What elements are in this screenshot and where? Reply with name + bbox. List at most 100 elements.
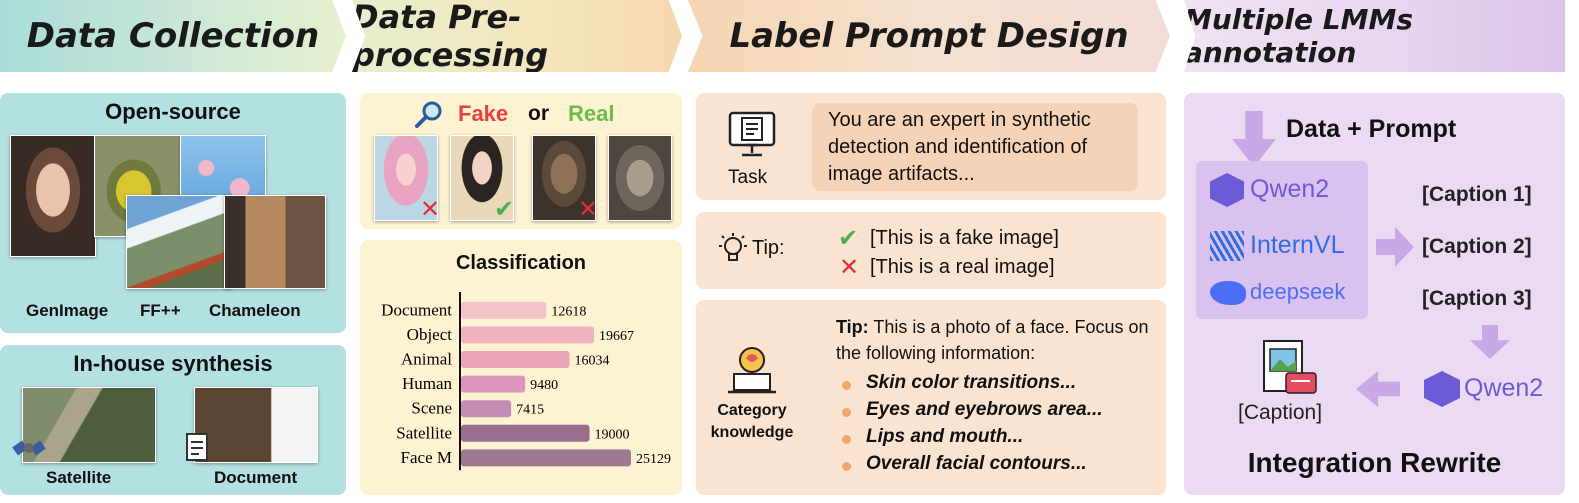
annotation-panel: Data + Prompt Qwen2 InternVL deepseek [C…	[1184, 93, 1565, 495]
focus-item: Overall facial contours...	[866, 453, 1087, 474]
bar	[461, 449, 631, 467]
satellite-photo	[22, 387, 156, 463]
category-tip-text: Tip: This is a photo of a face. Focus on…	[836, 314, 1154, 366]
down-arrow-icon	[1232, 111, 1276, 167]
tip-real-line: [This is a real image]	[870, 256, 1055, 278]
caption-2: [Caption 2]	[1422, 235, 1532, 258]
qwen-logo-icon	[1210, 173, 1244, 207]
caption-1: [Caption 1]	[1422, 183, 1532, 206]
focus-item: Skin color transitions...	[866, 372, 1077, 393]
bullet-icon	[842, 408, 851, 417]
header-data-preprocessing: Data Pre-processing	[352, 0, 682, 72]
tick-label: Animal	[401, 350, 452, 369]
final-caption: [Caption]	[1238, 401, 1323, 424]
mountain-train-photo	[126, 195, 232, 289]
category-knowledge-label: Category knowledge	[710, 402, 794, 441]
classification-title: Classification	[455, 252, 587, 274]
tick-label: Face M	[401, 448, 452, 467]
or-label: or	[528, 102, 549, 125]
models-box: Qwen2 InternVL deepseek	[1196, 161, 1368, 319]
tip-cross-icon: ✕	[839, 253, 860, 281]
data-label: 19667	[599, 329, 634, 344]
data-label: 9480	[530, 378, 558, 393]
portrait-photo	[10, 135, 96, 257]
label-satellite: Satellite	[46, 468, 112, 487]
label-genimage: GenImage	[26, 301, 109, 320]
real-label: Real	[568, 101, 615, 126]
task-computer-icon	[728, 111, 776, 157]
focus-item: Lips and mouth...	[866, 426, 1024, 447]
bar	[461, 326, 595, 344]
data-label: 19000	[595, 427, 630, 442]
fake-real-panel: Fake or Real ✕ ✔ ✕	[360, 93, 682, 229]
bar	[461, 400, 512, 418]
label-chameleon: Chameleon	[209, 301, 301, 320]
tick-label: Object	[407, 325, 453, 344]
left-arrow-icon	[1356, 371, 1400, 407]
internvl-logo-icon	[1210, 231, 1244, 261]
category-tip-label: Tip:	[836, 317, 869, 337]
lightbulb-icon	[719, 233, 747, 261]
tip-fake-line: [This is a fake image]	[870, 227, 1059, 249]
cat-cross-icon: ✕	[578, 195, 599, 223]
magnifier-icon	[415, 101, 442, 128]
bar	[461, 351, 570, 368]
category-panel: Category knowledge Tip: This is a photo …	[696, 300, 1166, 495]
bullet-icon	[842, 435, 851, 444]
tip-label: Tip:	[752, 237, 785, 259]
task-panel: Task You are an expert in synthetic dete…	[696, 93, 1166, 200]
qwen-logo-icon	[1424, 371, 1460, 407]
document-photo	[194, 387, 318, 463]
fake-cat-image	[532, 135, 596, 221]
bullet-icon	[842, 381, 851, 390]
real-cat-image	[608, 135, 672, 221]
header-multiple-lmms-annotation: Multiple LMMs annotation	[1184, 0, 1565, 72]
document-icon	[186, 433, 208, 461]
caption-3: [Caption 3]	[1422, 287, 1532, 310]
down-arrow-icon-2	[1470, 325, 1510, 359]
focus-item: Eyes and eyebrows area...	[866, 399, 1103, 420]
data-prompt-label: Data + Prompt	[1286, 115, 1457, 143]
integration-rewrite-label: Integration Rewrite	[1247, 447, 1502, 478]
in-house-title: In-house synthesis	[73, 351, 273, 376]
deepseek-logo-icon	[1210, 281, 1246, 305]
kitchen-photo	[224, 195, 326, 289]
real-face-image	[450, 135, 514, 221]
tick-label: Document	[381, 300, 452, 319]
task-label: Task	[728, 167, 768, 188]
data-label: 7415	[516, 403, 544, 418]
rewrite-model-qwen2: Qwen2	[1464, 374, 1544, 402]
bar	[461, 424, 590, 442]
image-file-icon	[1263, 340, 1317, 394]
header-label-prompt-design: Label Prompt Design	[688, 0, 1170, 72]
bar	[461, 375, 526, 393]
tip-panel: Tip: ✔ [This is a fake image] ✕ [This is…	[696, 212, 1166, 289]
tip-check-icon: ✔	[838, 224, 859, 252]
bar	[461, 301, 547, 319]
tick-label: Scene	[411, 399, 452, 418]
label-ffpp: FF++	[140, 301, 181, 320]
label-document: Document	[214, 468, 298, 487]
category-tip-body: This is a photo of a face. Focus on the …	[836, 317, 1149, 363]
fake-cross-icon: ✕	[420, 195, 441, 223]
in-house-panel: In-house synthesis Satellite Document	[0, 345, 346, 495]
model-internvl: InternVL	[1250, 231, 1345, 259]
right-arrow-icon	[1376, 227, 1414, 267]
task-prompt-text: You are an expert in synthetic detection…	[812, 103, 1138, 191]
tick-label: Satellite	[396, 423, 452, 442]
fake-face-image	[374, 135, 438, 221]
data-label: 12618	[551, 304, 586, 319]
open-source-title: Open-source	[105, 99, 241, 124]
data-label: 25129	[636, 452, 671, 467]
fake-label: Fake	[458, 101, 509, 126]
tick-label: Human	[402, 374, 453, 393]
open-source-panel: Open-source GenImage FF++ Chameleon	[0, 93, 346, 333]
bullet-icon	[842, 462, 851, 471]
satellite-icon	[12, 440, 46, 456]
data-label: 16034	[574, 354, 609, 369]
header-data-collection: Data Collection	[0, 0, 346, 72]
brain-laptop-icon	[728, 347, 776, 394]
real-check-icon: ✔	[494, 195, 515, 223]
